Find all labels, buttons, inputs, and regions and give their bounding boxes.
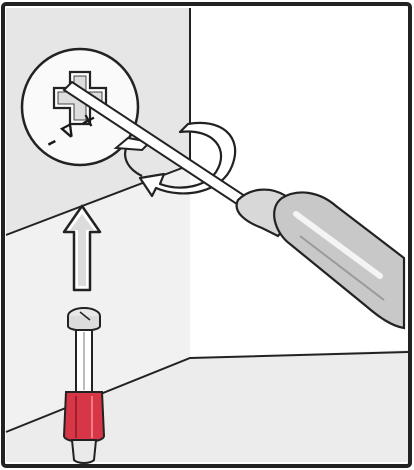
anchor-red-plug [64, 392, 104, 442]
anchor-tip [72, 440, 96, 463]
